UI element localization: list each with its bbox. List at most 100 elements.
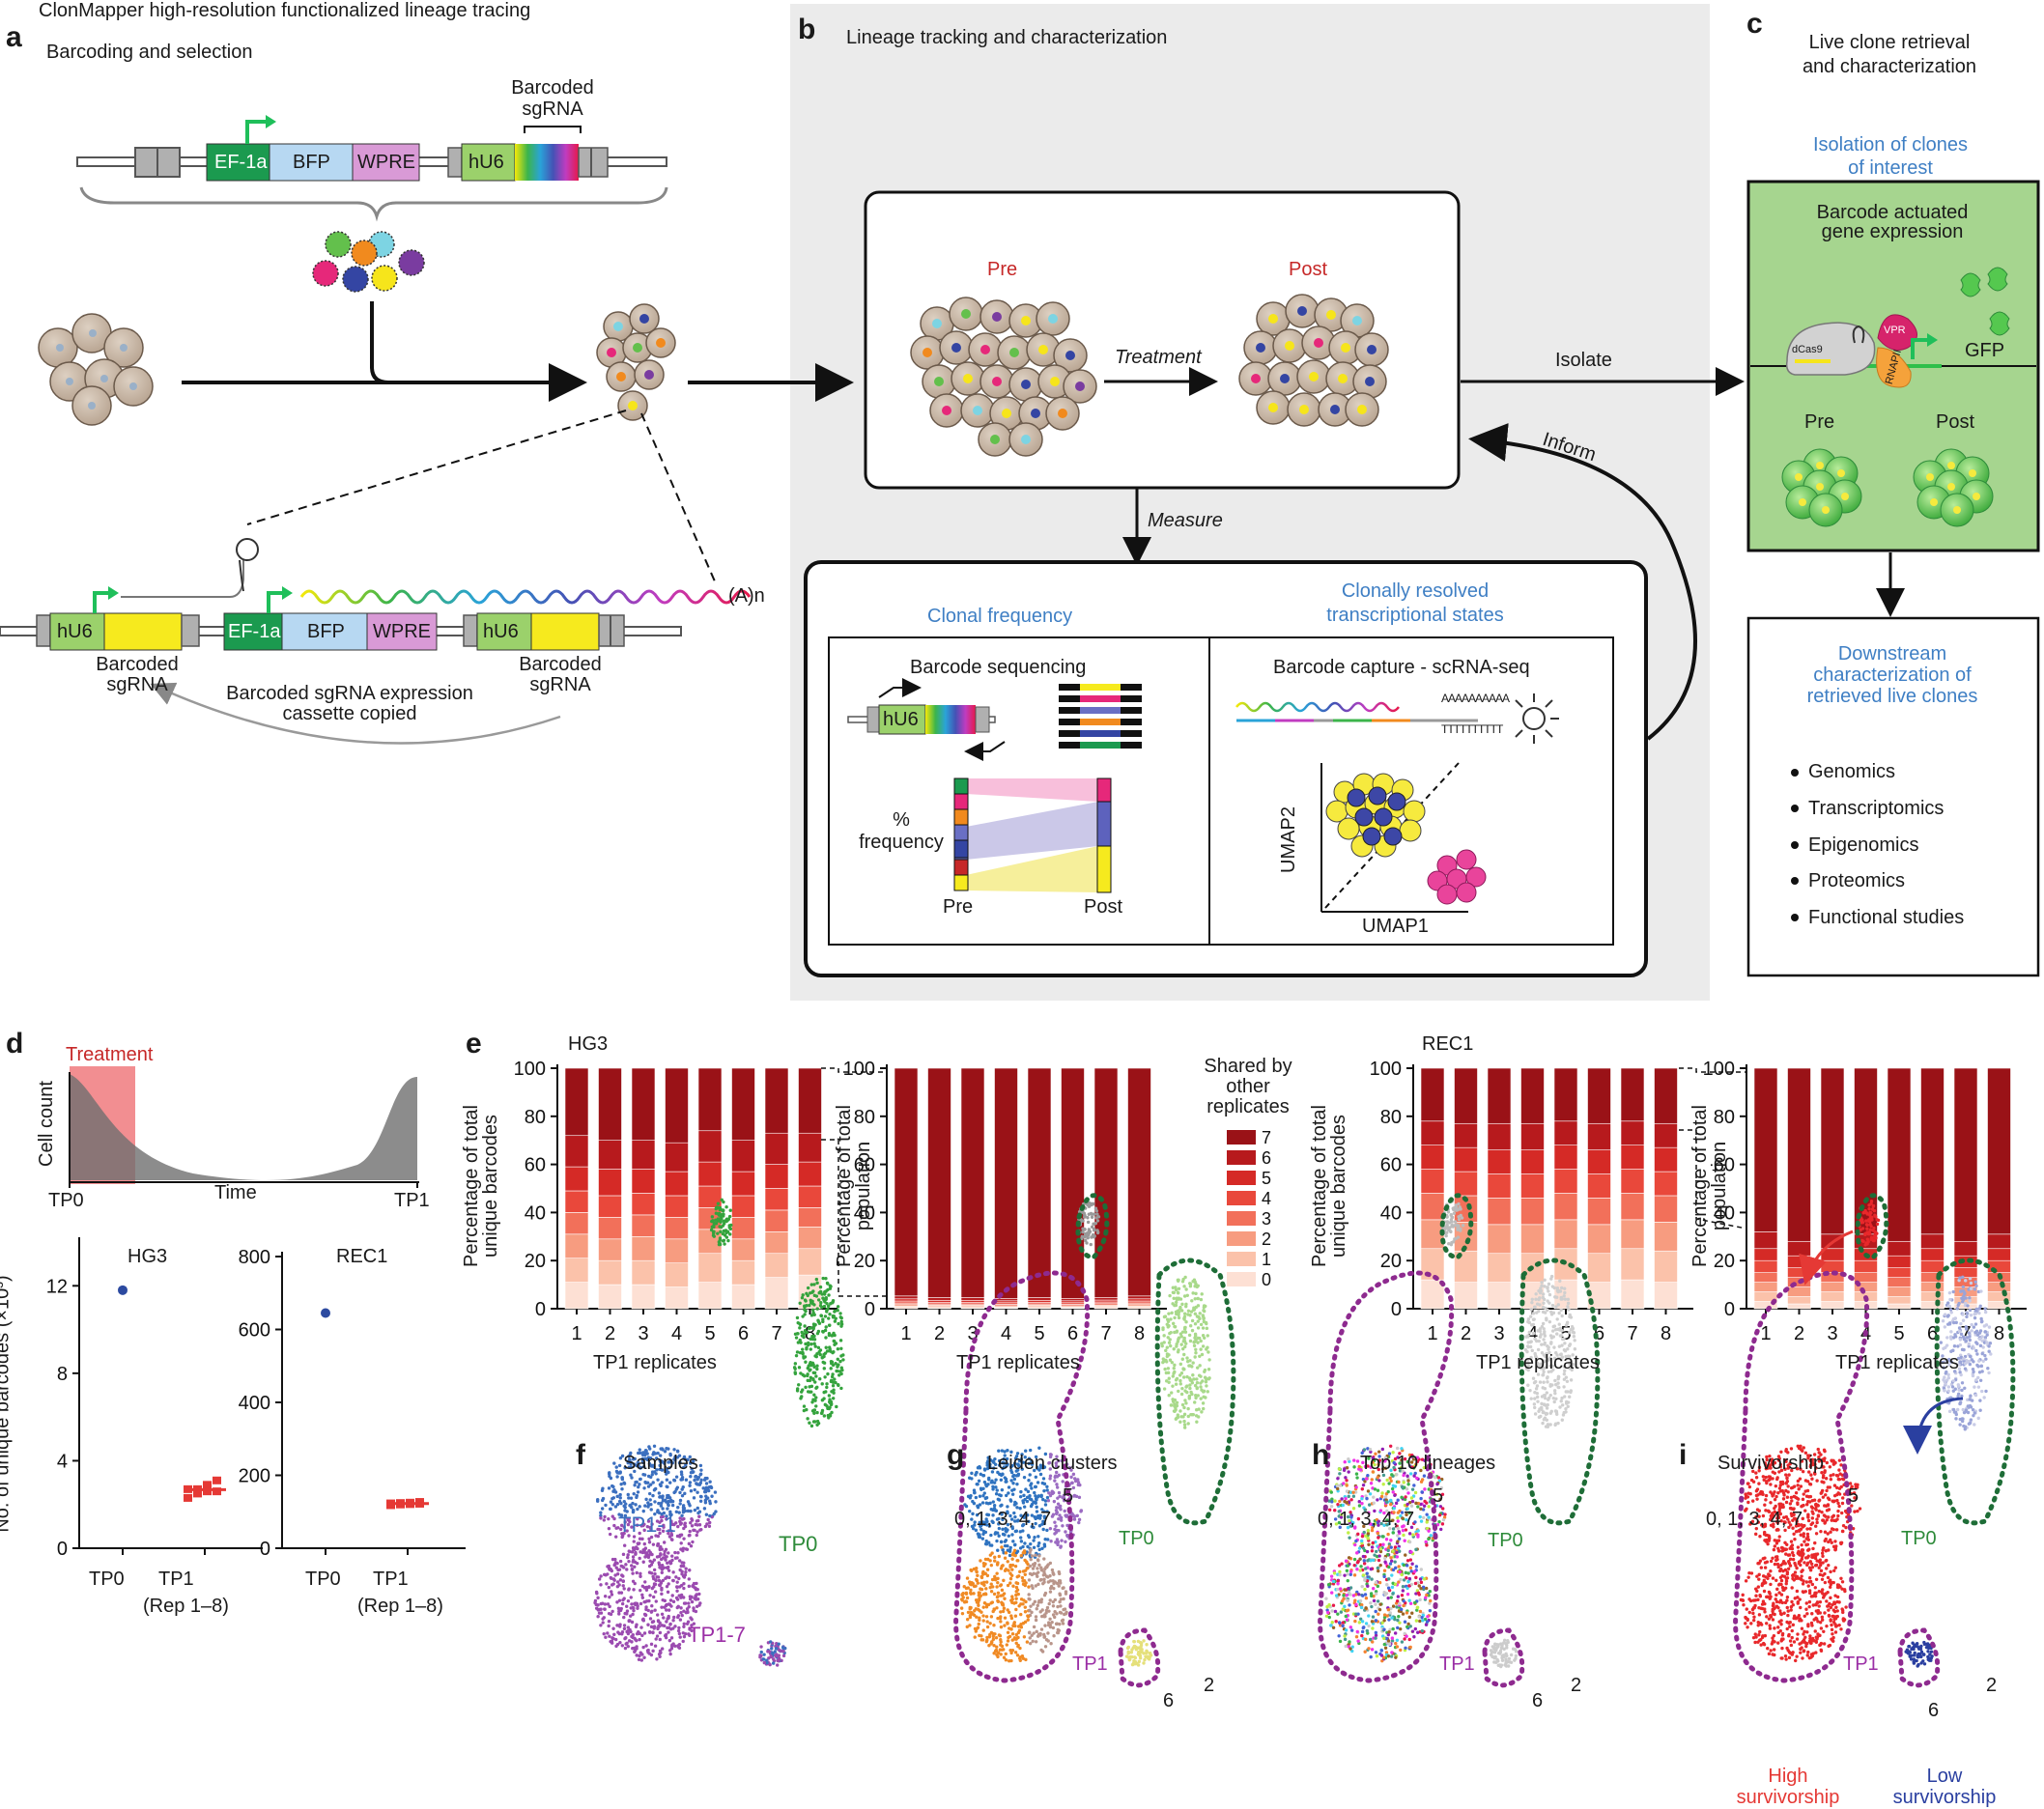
umap-point (678, 1498, 683, 1503)
rec1-pop-bar-segment (1820, 1282, 1845, 1292)
rec1-pop-xtick-label: 3 (1827, 1323, 1837, 1344)
umap-point (1401, 1585, 1405, 1589)
umap-point (1185, 1293, 1189, 1297)
umap-point (1182, 1423, 1187, 1427)
umap-point (629, 1496, 634, 1500)
umap-point (1069, 1475, 1073, 1480)
umap-point (654, 1534, 658, 1538)
umap-point (728, 1208, 732, 1212)
umap-point (635, 1631, 639, 1636)
umap-point (977, 1479, 981, 1484)
hg3-unique-bar-segment (631, 1214, 656, 1237)
gfp-cell-barcode (1969, 469, 1976, 477)
rec1-pop-ytick-label: 20 (1714, 1251, 1735, 1272)
rec1-unique-bar-segment (1420, 1248, 1445, 1281)
umap-point (1355, 1629, 1359, 1634)
umap-point (1334, 1594, 1339, 1597)
umap-point (680, 1478, 685, 1482)
umap-point (796, 1341, 801, 1344)
umap-point (1530, 1297, 1534, 1301)
umap-point (618, 1456, 623, 1460)
umap-point (626, 1555, 630, 1560)
umap-point (660, 1570, 664, 1574)
hg3-tp1-point (193, 1489, 202, 1498)
gfp-cell-barcode (1816, 483, 1824, 491)
umap-point (631, 1579, 636, 1583)
umap-point (806, 1373, 809, 1378)
umap-point (1055, 1483, 1059, 1486)
umap-point (823, 1314, 828, 1318)
post-cell-barcode (1314, 338, 1323, 348)
umap-point (777, 1654, 781, 1657)
hg3-unique-ytick-label: 40 (525, 1202, 546, 1224)
umap-point (997, 1498, 1002, 1502)
umap-point (1426, 1615, 1430, 1619)
umap-cell-blue (1387, 792, 1406, 811)
umap-point (631, 1605, 635, 1610)
umap-point (633, 1469, 637, 1474)
umap-point (1024, 1487, 1028, 1491)
rec1-unique-bar-segment (1553, 1120, 1578, 1145)
umap-point (964, 1591, 969, 1595)
umap-point (677, 1559, 682, 1563)
umap-point (832, 1331, 836, 1336)
rec1-pop-bar-segment (1820, 1301, 1845, 1310)
umap-point (626, 1492, 630, 1497)
rec1-unique-bar-segment (1620, 1120, 1645, 1145)
umap-point (1201, 1326, 1206, 1330)
umap-point (1186, 1313, 1190, 1316)
hg3-unique-xtick-label: 1 (571, 1323, 582, 1344)
umap-point (1002, 1655, 1007, 1659)
umap-point (674, 1475, 679, 1479)
legend-swatch (1227, 1272, 1256, 1286)
umap-point (981, 1494, 985, 1498)
umap-point (648, 1559, 652, 1563)
umap-point (824, 1277, 828, 1281)
umap-point (665, 1478, 669, 1482)
umap-point (667, 1551, 670, 1555)
umap-point (1546, 1425, 1550, 1428)
umap-point (1408, 1601, 1413, 1605)
umap-point (1343, 1604, 1347, 1609)
rec1-pop-xtick-label: 8 (1994, 1323, 2004, 1344)
umap-point (1198, 1316, 1202, 1321)
umap-point (1011, 1540, 1015, 1543)
umap-point (1383, 1593, 1387, 1597)
rec1-pop-ytick-label: 0 (1724, 1299, 1735, 1320)
umap-point (607, 1472, 611, 1476)
umap-point (975, 1569, 979, 1574)
hg3-pop-ytick-label: 100 (843, 1059, 875, 1080)
umap-point (1162, 1387, 1167, 1391)
umap-point (1340, 1598, 1345, 1603)
umap-point (1171, 1302, 1175, 1306)
umap-point (974, 1495, 979, 1500)
umap-point (694, 1586, 697, 1590)
umap-point (1548, 1384, 1552, 1388)
umap-point (819, 1301, 823, 1305)
umap-point (604, 1573, 608, 1577)
umap-point (681, 1631, 685, 1635)
umap-point (664, 1576, 667, 1580)
umap-point (1559, 1399, 1563, 1403)
umap-point (830, 1360, 835, 1364)
umap-point (1344, 1628, 1348, 1632)
umap-point (1126, 1652, 1130, 1655)
rec1-pop-bar-segment (1753, 1248, 1778, 1261)
umap-point (626, 1459, 631, 1463)
umap-point (636, 1546, 639, 1551)
umap-point (1397, 1615, 1401, 1619)
umap-point (1043, 1645, 1048, 1649)
umap-point (1406, 1491, 1410, 1495)
umap-point (970, 1471, 974, 1476)
umap-point (697, 1592, 701, 1597)
umap-point (645, 1481, 650, 1484)
umap-point (689, 1475, 693, 1479)
umap-point (960, 1598, 964, 1602)
umap-point (1386, 1548, 1390, 1553)
umap-point (1197, 1373, 1202, 1377)
umap-point (658, 1495, 662, 1499)
umap-point (1175, 1376, 1179, 1381)
hg3-unique-bar-segment (598, 1195, 622, 1218)
umap-point (1362, 1448, 1367, 1452)
umap-point (812, 1303, 816, 1307)
